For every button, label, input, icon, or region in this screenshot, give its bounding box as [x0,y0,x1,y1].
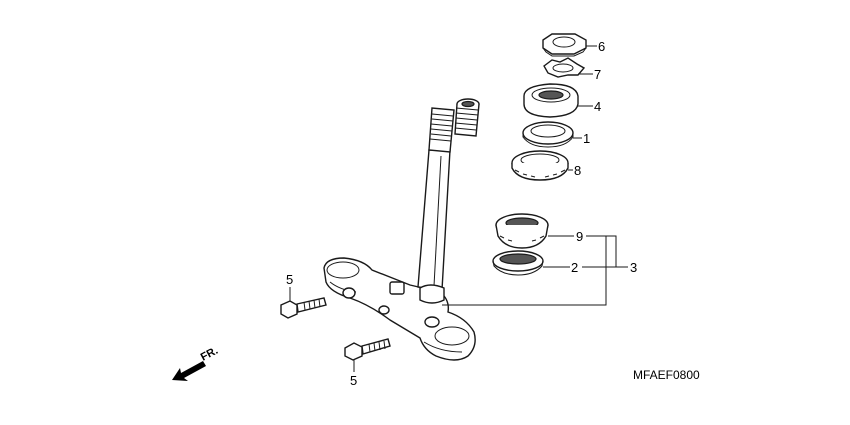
label-part-7: 7 [594,67,601,82]
label-part-6: 6 [598,39,605,54]
part-6-lock-nut [542,33,587,57]
label-part-3: 3 [630,260,637,275]
label-part-5-lower: 5 [350,373,357,388]
label-part-8: 8 [574,163,581,178]
front-direction-label: FR. [199,345,220,364]
label-part-9: 9 [576,229,583,244]
diagram-code: MFAEF0800 [633,368,700,382]
part-5-bolt-upper [280,297,327,319]
front-direction-marker: FR. [172,345,220,381]
steering-stem [323,98,480,361]
part-8-upper-bearing [511,150,569,181]
part-1-dust-seal [522,121,574,148]
part-4-adjusting-nut [523,83,579,118]
label-part-5-upper: 5 [286,272,293,287]
front-arrow-icon [172,361,206,381]
label-part-4: 4 [594,99,601,114]
label-part-1: 1 [583,131,590,146]
leader-lines [289,45,628,372]
part-9-lower-bearing [495,213,549,249]
label-part-2: 2 [571,260,578,275]
part-5-bolt-lower [344,338,391,361]
part-2-lower-dust-seal [492,250,544,276]
part-7-lock-washer [543,57,586,78]
